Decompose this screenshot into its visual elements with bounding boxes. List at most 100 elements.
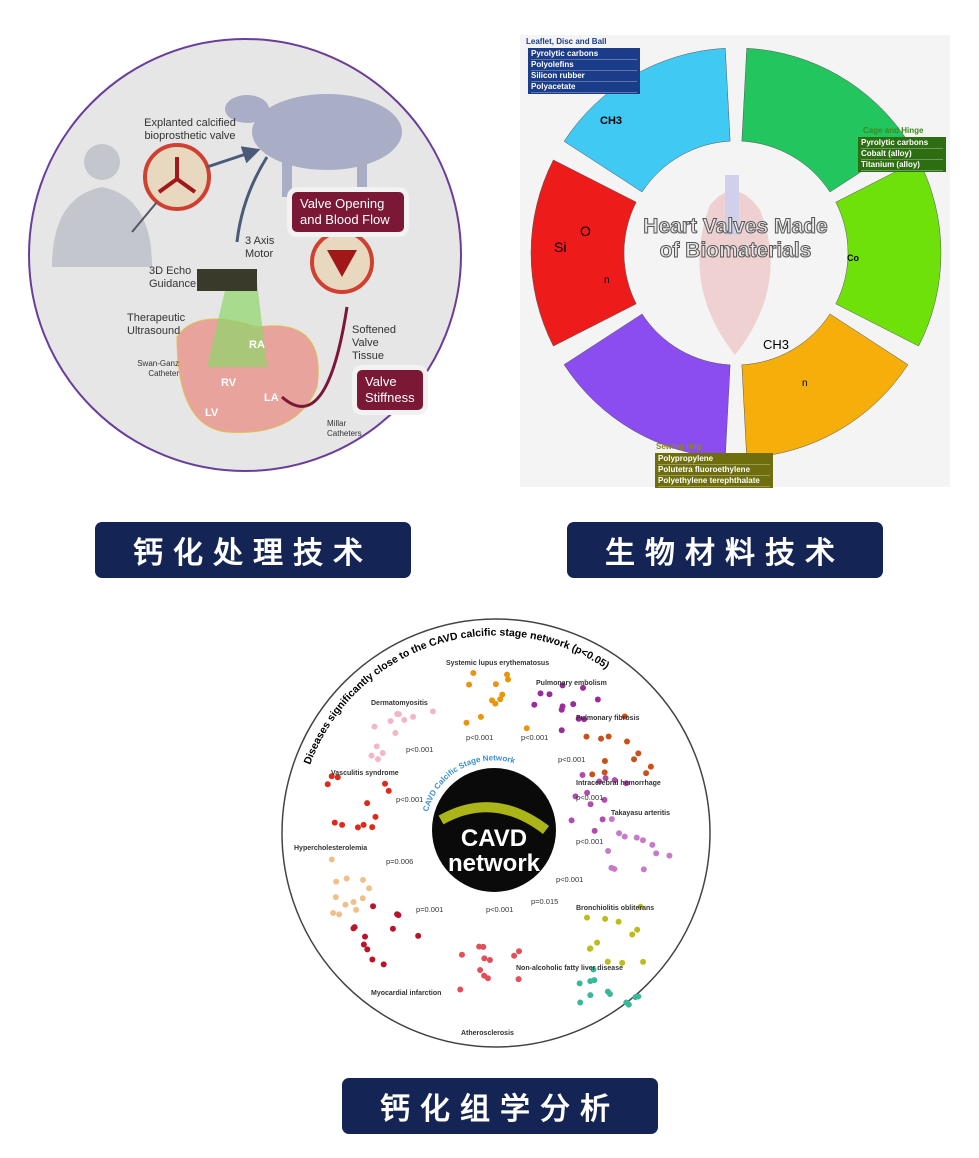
gene-node <box>415 932 422 939</box>
disease-label: Systemic lupus erythematosus <box>446 660 550 667</box>
gene-node <box>392 730 399 737</box>
gene-node <box>477 967 484 974</box>
gene-node <box>604 988 611 995</box>
gene-node <box>576 980 583 987</box>
gene-node <box>369 956 376 963</box>
gene-node <box>591 977 598 984</box>
formula-ch3-acetate: CH3 <box>600 115 623 127</box>
gene-node <box>602 915 609 922</box>
swan-ganz-label: Swan-Ganz Catheter <box>137 359 179 378</box>
gene-node <box>374 756 381 763</box>
gene-node <box>602 775 609 782</box>
gene-node <box>366 885 373 892</box>
p-value-label: p<0.001 <box>406 745 434 754</box>
gene-node <box>395 912 402 919</box>
gene-node <box>458 951 465 958</box>
therapeutic-label: Therapeutic Ultrasound <box>127 312 186 337</box>
gene-node <box>489 697 496 704</box>
gene-node <box>640 958 647 965</box>
gene-node <box>579 772 586 779</box>
p-value-label: p<0.001 <box>521 733 549 742</box>
gene-node <box>389 925 396 932</box>
gene-node <box>511 952 518 959</box>
gene-node <box>601 769 608 776</box>
millar-label: Millar Catheters <box>327 419 362 438</box>
gene-node <box>575 715 582 722</box>
disease-label: Myocardial infarction <box>371 990 442 997</box>
gene-node <box>395 711 402 718</box>
leaflet-item: Silicon rubber <box>531 71 637 82</box>
gene-node <box>649 841 656 848</box>
disease-label: Pulmonary fibrosis <box>576 715 640 722</box>
p-value-label: p=0.015 <box>531 897 559 906</box>
gene-node <box>587 801 594 808</box>
stiffness-tag: Valve Stiffness <box>357 370 423 410</box>
material-segment <box>563 313 731 458</box>
gene-node <box>368 752 375 759</box>
gene-node <box>537 690 544 697</box>
p-value-label: p<0.001 <box>556 875 584 884</box>
p-value-label: p<0.001 <box>558 755 586 764</box>
gene-node <box>470 670 477 677</box>
disease-label: Non-alcoholic fatty liver disease <box>516 965 623 972</box>
gene-node <box>589 771 596 778</box>
leaflet-box-title: Leaflet, Disc and Ball <box>526 37 607 46</box>
gene-node <box>331 819 338 826</box>
cage-item: Pyrolytic carbons <box>861 138 943 149</box>
gene-node <box>639 837 646 844</box>
p-value-label: p=0.006 <box>386 857 414 866</box>
gene-node <box>608 816 615 823</box>
material-segment <box>741 313 909 458</box>
gene-node <box>570 701 577 708</box>
gene-node <box>598 735 605 742</box>
disease-label: Intracerebral hemorrhage <box>576 780 661 787</box>
gene-node <box>584 914 591 921</box>
gene-node <box>653 850 660 857</box>
material-segment <box>563 48 731 193</box>
la-label: LA <box>264 392 279 404</box>
formula-ch3-polypropylene: CH3 <box>763 337 790 352</box>
p-value-label: p<0.001 <box>396 795 424 804</box>
gene-node <box>587 992 594 999</box>
calcification-treatment-banner: 钙化处理技术 <box>95 522 411 578</box>
gene-node <box>328 773 335 780</box>
gene-node <box>631 756 638 763</box>
gene-node <box>604 958 611 965</box>
cage-item: Titanium (alloy) <box>861 160 943 171</box>
disease-label: Bronchiolitis obliterans <box>576 905 655 912</box>
gene-node <box>370 903 377 910</box>
gene-node <box>621 713 628 720</box>
gene-node <box>605 733 612 740</box>
sewing-item: Polutetra fluoroethylene <box>658 465 770 476</box>
calcification-illustration <box>28 38 462 472</box>
gene-node <box>499 691 506 698</box>
explanted-label: Explanted calcified bioprosthetic valve <box>144 117 236 142</box>
gene-node <box>590 966 597 973</box>
valve-opening-tag: Valve Opening and Blood Flow <box>292 192 404 232</box>
gene-node <box>633 834 640 841</box>
gene-node <box>332 894 339 901</box>
gene-node <box>343 875 350 882</box>
p-value-label: p=0.001 <box>416 905 444 914</box>
gene-node <box>350 925 357 932</box>
gene-node <box>619 959 626 966</box>
gene-node <box>480 943 487 950</box>
gene-node <box>516 948 523 955</box>
calcification-omics-banner: 钙化组学分析 <box>342 1078 658 1134</box>
gene-node <box>559 682 566 689</box>
gene-node <box>523 725 530 732</box>
gene-node <box>591 827 598 834</box>
p-value-label: p<0.001 <box>466 733 494 742</box>
gene-node <box>637 903 644 910</box>
cage-box-title: Cage and Hinge <box>863 126 924 135</box>
gene-node <box>379 750 386 757</box>
gene-node <box>611 777 618 784</box>
gene-node <box>634 926 641 933</box>
gene-node <box>486 957 493 964</box>
gene-node <box>635 993 642 1000</box>
gene-node <box>640 866 647 873</box>
gene-node <box>629 931 636 938</box>
biomaterials-panel: Heart Valves Made of Biomaterials Leafle… <box>520 35 950 488</box>
gene-node <box>401 716 408 723</box>
p-value-label: p<0.001 <box>486 905 514 914</box>
